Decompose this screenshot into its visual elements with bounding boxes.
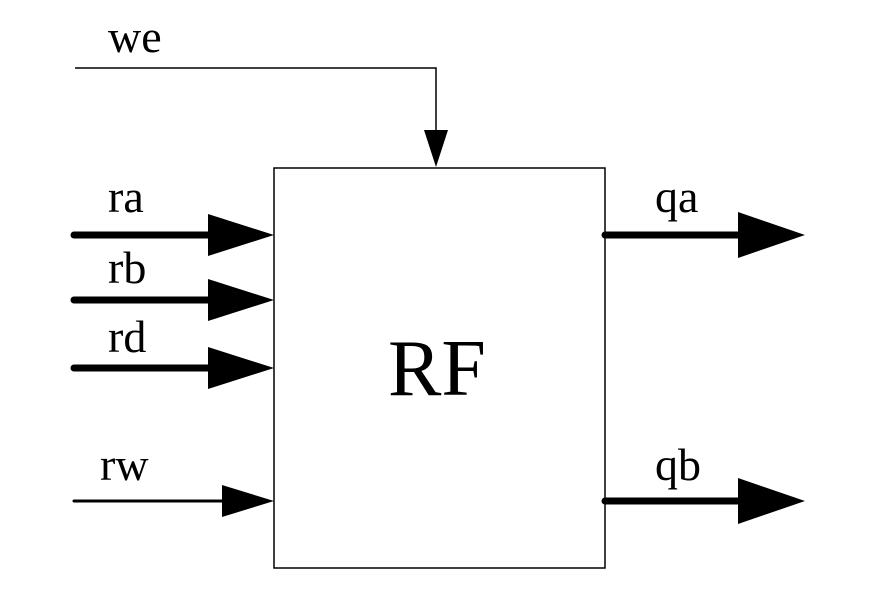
ra-arrowhead [208, 214, 274, 256]
qb-signal: qb [601, 439, 805, 524]
qa-arrowhead [738, 212, 805, 258]
rd-label: rd [108, 311, 146, 362]
we-arrowhead [424, 130, 448, 167]
ra-label: ra [108, 171, 144, 222]
rd-arrowhead [208, 347, 274, 389]
qb-label: qb [655, 439, 701, 490]
rw-signal: rw [72, 439, 274, 517]
we-wire [75, 67, 437, 132]
rd-signal: rd [70, 311, 274, 389]
rw-arrowhead [222, 485, 274, 517]
rb-signal: rb [70, 242, 274, 321]
rb-label: rb [108, 242, 146, 293]
we-label: we [108, 11, 162, 62]
rb-arrowhead [208, 279, 274, 321]
rf-block-label: RF [388, 325, 486, 413]
we-signal: we [75, 11, 448, 167]
qa-signal: qa [601, 171, 805, 258]
rf-block [273, 167, 606, 569]
qb-arrowhead [738, 478, 805, 524]
qa-label: qa [655, 171, 698, 222]
rw-label: rw [100, 439, 149, 490]
ra-signal: ra [70, 171, 274, 256]
